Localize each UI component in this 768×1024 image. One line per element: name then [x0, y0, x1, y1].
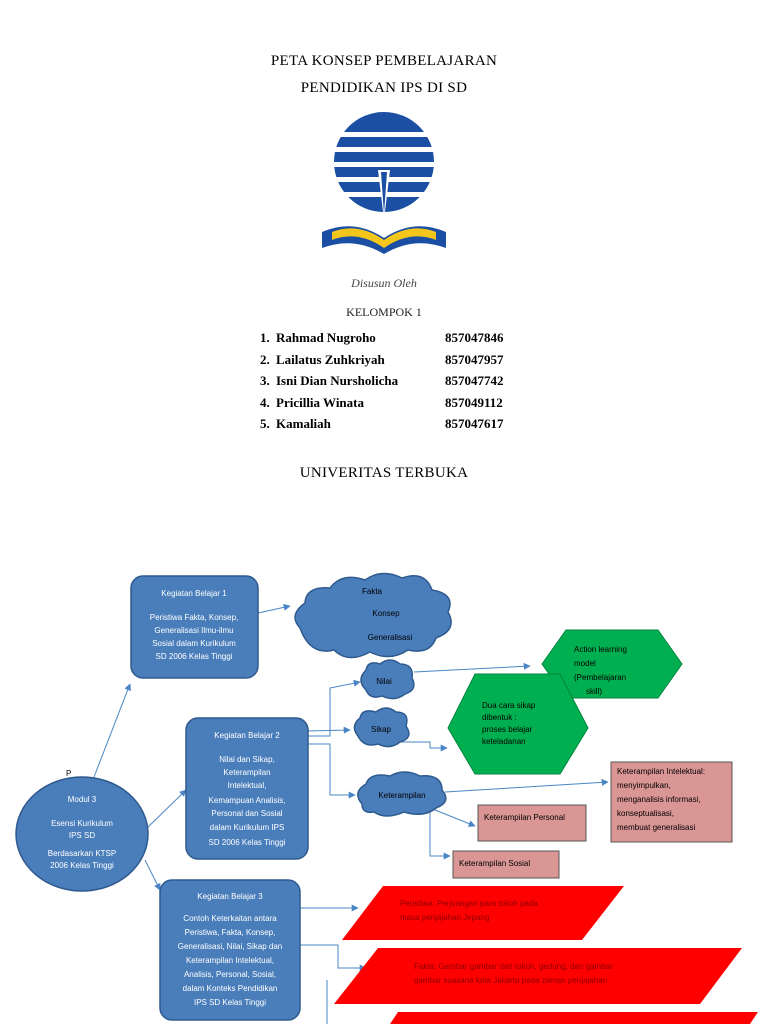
cloud-text: Keterampilan [378, 791, 425, 800]
kb2-line: Kemampuan Analisis, [209, 796, 286, 805]
kb2-title: Kegiatan Belajar 2 [214, 731, 280, 740]
member-id: 857047846 [445, 330, 504, 345]
member-row: 2. Lailatus Zuhkriyah 857047957 [260, 352, 520, 374]
keterampilan-cloud: Keterampilan [357, 771, 447, 817]
document-title: PETA KONSEP PEMBELAJARAN [270, 53, 498, 69]
module-line: IPS SD [69, 831, 95, 840]
hexagon-text: keteladanan [482, 737, 526, 746]
kb2-line: dalam Kurikulum IPS [210, 823, 285, 832]
module-line: Esensi Kurikulum [51, 819, 113, 828]
kegiatan-belajar-3-node: Kegiatan Belajar 3 Contoh Keterkaitan an… [159, 879, 301, 1021]
kb3-title: Kegiatan Belajar 3 [197, 892, 263, 901]
cloud-text: Sikap [371, 725, 392, 734]
kb2-line: Keterampilan [223, 768, 270, 777]
third-example-parallelogram [390, 1012, 758, 1024]
kb2-line: Nilai dan Sikap, [219, 755, 275, 764]
module-title: Modul 3 [68, 795, 97, 804]
kb2-line: Intelektual, [228, 781, 267, 790]
member-number: 1. [260, 330, 270, 345]
member-number: 2. [260, 351, 270, 367]
fakta-konsep-cloud: Fakta Konsep Generalisasi [294, 572, 452, 659]
parallelogram-text: Fakta: Gambar-gambar dari tokoh, gedung,… [414, 962, 613, 971]
member-row: 3. Isni Dian Nursholicha 857047742 [260, 373, 520, 395]
hexagon-text: dibentuk : [482, 713, 517, 722]
keterampilan-personal-box: Keterampilan Personal [477, 804, 587, 842]
box-text: menyimpulkan, [617, 781, 671, 790]
kegiatan-belajar-1-node: Kegiatan Belajar 1 Peristiwa Fakta, Kons… [130, 575, 259, 679]
cloud-text: Generalisasi [368, 633, 413, 642]
hexagon-text: Action learning [574, 645, 627, 654]
parallelogram-text: masa penjajahan Jepang [400, 913, 489, 922]
kb3-line: Keterampilan Intelektual, [186, 956, 274, 965]
kb3-line: Analisis, Personal, Sosial, [184, 970, 276, 979]
kb3-line: IPS SD Kelas Tinggi [194, 998, 266, 1007]
member-id: 857047742 [445, 373, 504, 388]
logo-circle [326, 112, 442, 220]
cloud-text: Konsep [372, 609, 400, 618]
parallelogram-text: gambar suasana kota Jakarta pada zaman p… [414, 976, 607, 985]
member-name: Rahmad Nugroho [276, 330, 376, 345]
module-marker: P [66, 769, 71, 778]
member-row: 4. Pricillia Winata 857049112 [260, 395, 520, 417]
document-subtitle: PENDIDIKAN IPS DI SD [300, 80, 468, 96]
kb2-line: SD 2006 Kelas Tinggi [209, 838, 286, 847]
box-text: Keterampilan Intelektual: [617, 767, 705, 776]
hexagon-text: (Pembelajaran [574, 673, 626, 682]
university-name: UNIVERITAS TERBUKA [299, 465, 469, 481]
member-name: Pricillia Winata [276, 394, 364, 410]
kb1-line: Sosial dalam Kurikulum [152, 639, 236, 648]
nilai-cloud: Nilai [360, 659, 415, 700]
member-number: 4. [260, 394, 270, 410]
fakta-example-parallelogram: Fakta: Gambar-gambar dari tokoh, gedung,… [334, 948, 742, 1004]
box-text: menganalisis informasi, [617, 795, 701, 804]
kb1-line: Generalisasi Ilmu-ilmu [154, 626, 233, 635]
module-node: P Modul 3 Esensi Kurikulum IPS SD Berdas… [15, 769, 149, 892]
hexagon-text: skill) [586, 687, 602, 696]
keterampilan-intelektual-box: Keterampilan Intelektual: menyimpulkan, … [610, 761, 733, 843]
sikap-cloud: Sikap [353, 707, 410, 748]
kb1-line: SD 2006 Kelas Tinggi [156, 652, 233, 661]
kb3-line: Generalisasi, Nilai, Sikap dan [178, 942, 283, 951]
cloud-text: Fakta [362, 587, 383, 596]
box-text: konseptualisasi, [617, 809, 674, 818]
box-text: Keterampilan Sosial [459, 859, 530, 868]
member-name: Isni Dian Nursholicha [276, 373, 399, 388]
parallelogram-text: Peristiwa: Perjuangan para tokoh pada [400, 899, 538, 908]
compiled-by-label: Disusun Oleh [351, 276, 417, 290]
hexagon-text: proses belajar [482, 725, 533, 734]
member-number: 3. [260, 373, 270, 388]
member-id: 857047617 [445, 416, 504, 431]
peristiwa-parallelogram: Peristiwa: Perjuangan para tokoh pada ma… [342, 886, 624, 940]
kb3-line: Contoh Keterkaitan antara [183, 914, 277, 923]
member-name: Kamaliah [276, 416, 331, 431]
member-name: Lailatus Zuhkriyah [276, 351, 385, 367]
module-line: Berdasarkan KTSP [48, 849, 116, 858]
box-text: Keterampilan Personal [484, 813, 565, 822]
keterampilan-sosial-box: Keterampilan Sosial [452, 850, 560, 879]
kb2-line: Personal dan Sosial [211, 809, 282, 818]
logo-book [322, 226, 446, 254]
member-list: 1. Rahmad Nugroho 857047846 2. Lailatus Zuh… [260, 330, 520, 438]
member-row: 5. Kamaliah 857047617 [260, 416, 520, 438]
group-label: KELOMPOK 1 [346, 305, 422, 319]
module-line: 2006 Kelas Tinggi [50, 861, 114, 870]
member-number: 5. [260, 416, 270, 431]
hexagon-text: model [574, 659, 596, 668]
member-id: 857049112 [445, 394, 503, 410]
cloud-text: Nilai [376, 677, 392, 686]
hexagon-text: Dua cara sikap [482, 701, 536, 710]
member-id: 857047957 [445, 351, 504, 367]
box-text: membuat generalisasi [617, 823, 695, 832]
kb3-line: dalam Konteks Pendidikan [183, 984, 278, 993]
kb1-title: Kegiatan Belajar 1 [161, 589, 227, 598]
universitas-terbuka-logo [322, 112, 446, 254]
kb1-line: Peristiwa Fakta, Konsep, [150, 613, 238, 622]
member-row: 1. Rahmad Nugroho 857047846 [260, 330, 520, 352]
kb3-line: Peristiwa, Fakta, Konsep, [185, 928, 276, 937]
kegiatan-belajar-2-node: Kegiatan Belajar 2 Nilai dan Sikap, Kete… [185, 717, 309, 860]
dua-cara-sikap-hexagon: Dua cara sikap dibentuk : proses belajar… [447, 673, 589, 775]
